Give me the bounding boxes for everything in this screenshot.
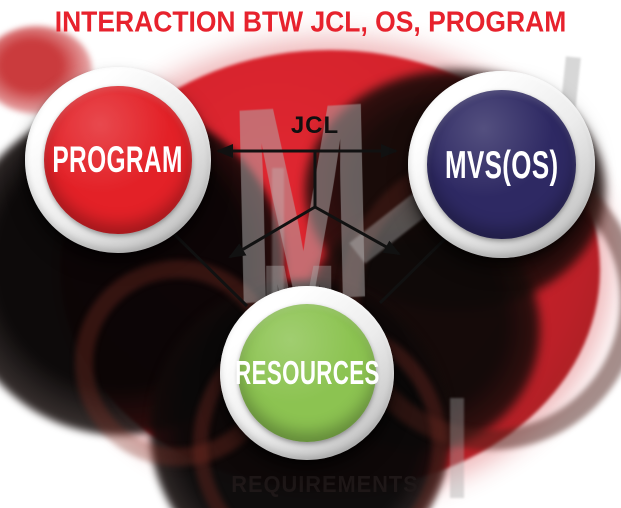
edge-mvs-resources (378, 227, 457, 305)
page-title: INTERACTION BTW JCL, OS, PROGRAM (54, 6, 567, 38)
gray-streak (272, 168, 284, 298)
node-mvs-os-face: MVS(OS) (427, 90, 576, 239)
edge-program-resources (166, 226, 249, 308)
node-program-face: PROGRAM (43, 85, 193, 235)
edge-jcl-to-left (228, 205, 316, 259)
node-mvs-os: MVS(OS) (408, 71, 595, 258)
node-program-label: PROGRAM (52, 138, 184, 180)
gray-streak (450, 398, 464, 498)
node-resources-face: RESOURCES (234, 303, 380, 443)
node-resources: RESOURCES (220, 286, 394, 460)
edge-jcl-to-right (314, 205, 401, 256)
node-program: PROGRAM (25, 67, 211, 253)
jcl-label: JCL (290, 112, 340, 139)
node-resources-label: RESOURCES (234, 353, 380, 392)
background-word-requirements: REQUIREMENTS (231, 471, 419, 497)
node-mvs-os-label: MVS(OS) (444, 141, 559, 187)
